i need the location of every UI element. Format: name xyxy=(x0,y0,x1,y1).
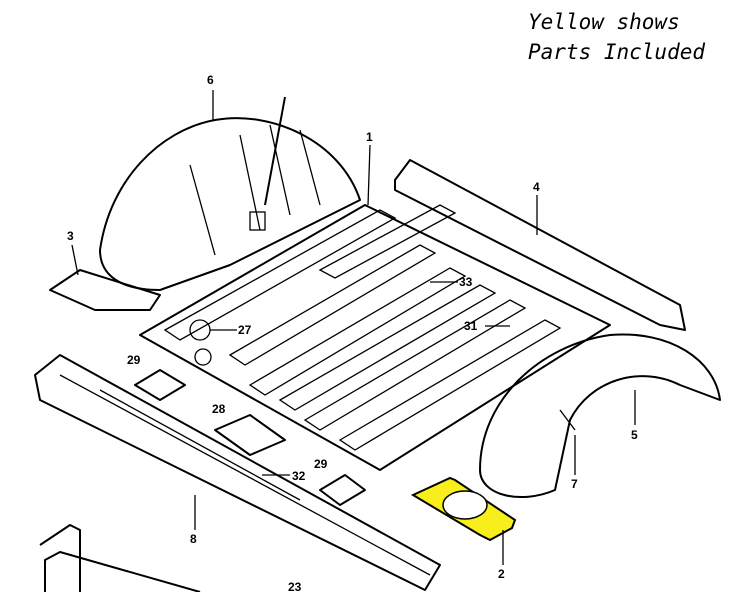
callout-7: 7 xyxy=(571,477,578,491)
rear-crossmember xyxy=(394,159,686,331)
included-bracket xyxy=(410,476,517,542)
callout-29b: 29 xyxy=(314,457,328,471)
left-wheelhouse xyxy=(99,96,361,291)
legend-line-2: Parts Included xyxy=(528,40,706,64)
callout-33: 33 xyxy=(459,275,473,289)
front-frame xyxy=(39,524,201,592)
callout-6: 6 xyxy=(207,73,214,87)
right-wheelhouse xyxy=(479,333,721,498)
callout-5: 5 xyxy=(631,428,638,442)
callout-29a: 29 xyxy=(127,353,141,367)
floor-panel xyxy=(139,204,611,471)
callout-2: 2 xyxy=(498,567,505,581)
callout-23: 23 xyxy=(288,580,302,592)
callout-31: 31 xyxy=(464,319,478,333)
side-sill xyxy=(34,354,441,591)
bracket-29b xyxy=(319,474,366,506)
callout-28: 28 xyxy=(212,402,226,416)
callout-27: 27 xyxy=(238,323,252,337)
gusset-28 xyxy=(214,414,286,456)
callout-4: 4 xyxy=(533,180,540,194)
clip xyxy=(559,409,576,431)
bracket-29a xyxy=(134,369,186,401)
legend-line-1: Yellow shows xyxy=(528,10,680,34)
callout-1: 1 xyxy=(366,130,373,144)
callout-3: 3 xyxy=(67,229,74,243)
callout-32: 32 xyxy=(292,469,306,483)
side-plate xyxy=(49,269,161,311)
callout-8: 8 xyxy=(190,532,197,546)
